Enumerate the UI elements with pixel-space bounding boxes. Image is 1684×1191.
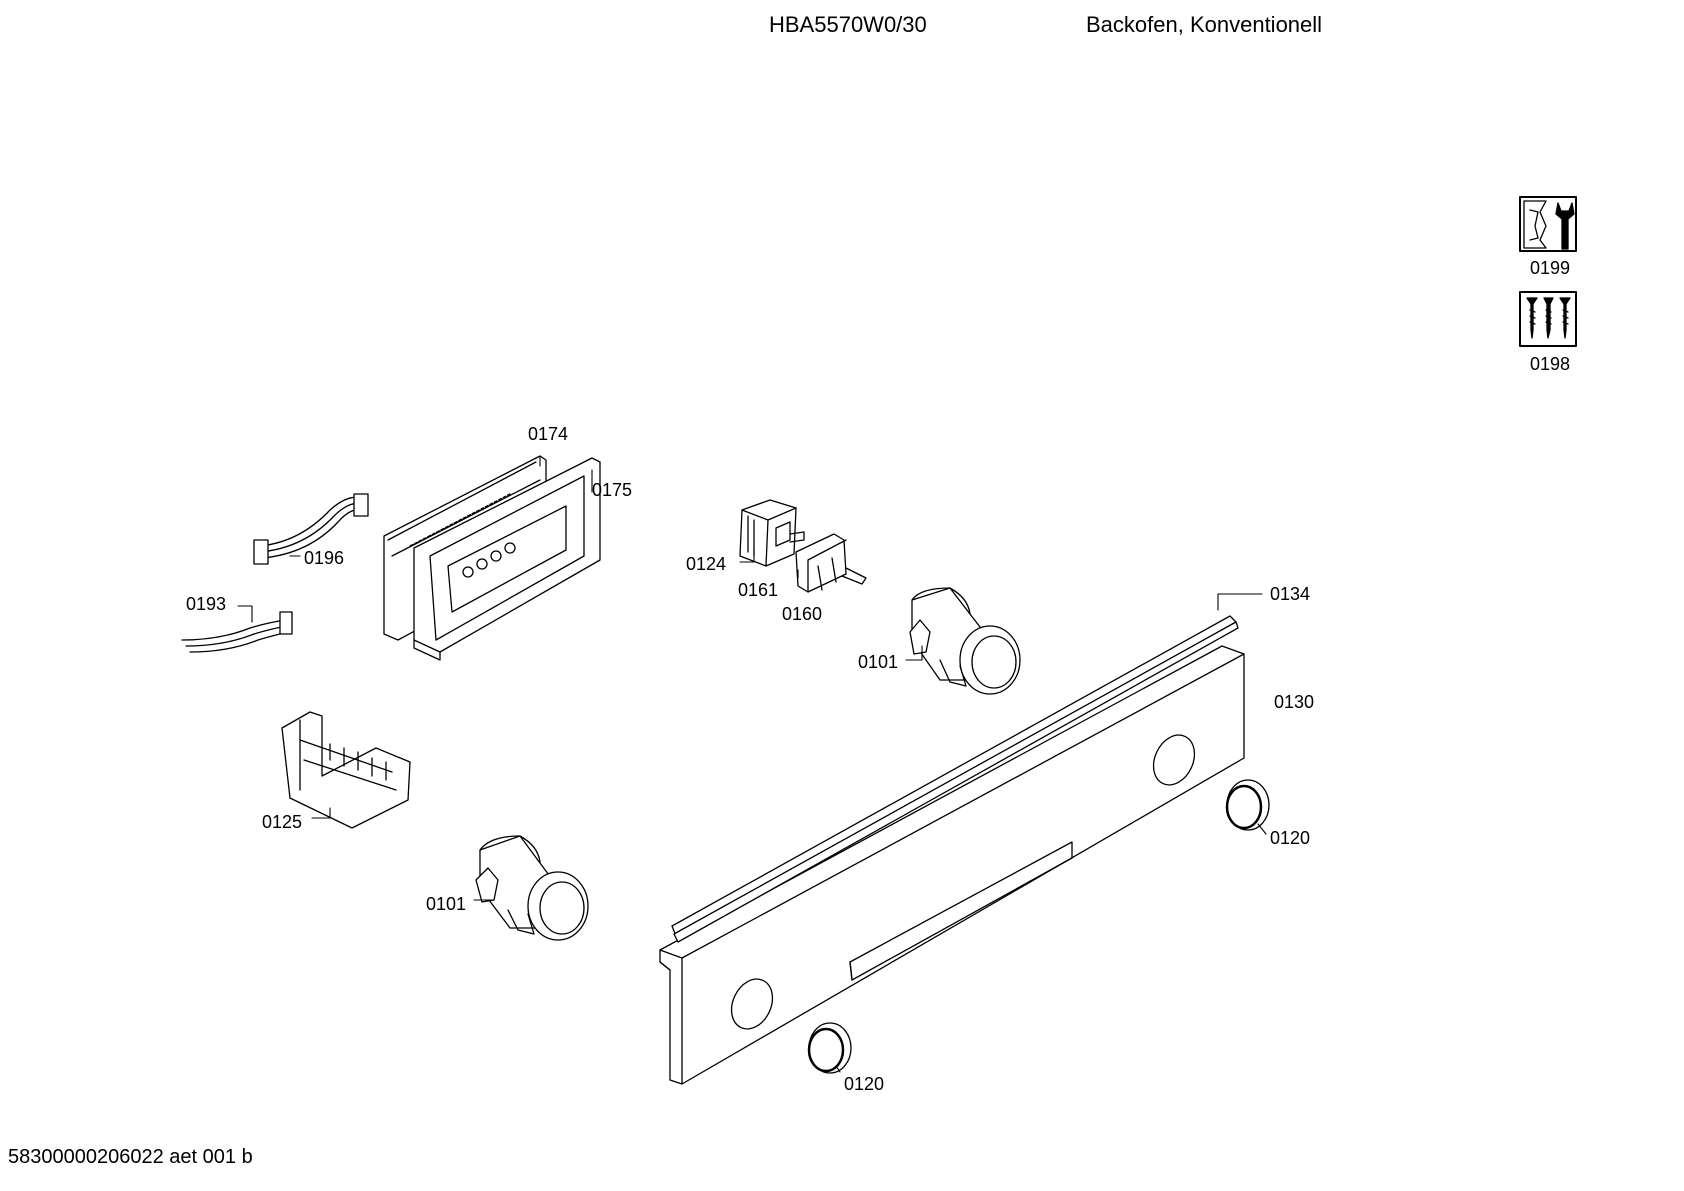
cable-0196-drawing bbox=[253, 493, 369, 565]
part-label-0125: 0125 bbox=[262, 812, 303, 832]
switch-contact-drawing bbox=[795, 533, 867, 593]
document-code: 58300000206022 aet 001 b bbox=[8, 1146, 253, 1168]
part-label-0134: 0134 bbox=[1270, 584, 1311, 604]
switch-block-0125-drawing bbox=[281, 711, 411, 829]
front-panel-drawing bbox=[659, 645, 1245, 1085]
part-label-0161: 0161 bbox=[738, 580, 779, 600]
part-label-0120-right: 0120 bbox=[1270, 828, 1311, 848]
part-label-0174: 0174 bbox=[528, 424, 569, 444]
knob-bearing-upper-drawing bbox=[909, 587, 1021, 695]
cable-0193-drawing bbox=[181, 611, 293, 653]
icon-label-0198: 0198 bbox=[1530, 354, 1571, 374]
part-label-0130: 0130 bbox=[1274, 692, 1315, 712]
part-label-0175: 0175 bbox=[592, 480, 633, 500]
part-label-0120-left: 0120 bbox=[844, 1074, 885, 1094]
model-number: HBA5570W0/30 bbox=[769, 12, 927, 37]
knob-bearing-lower-drawing bbox=[475, 835, 589, 941]
part-label-0101-lower: 0101 bbox=[426, 894, 467, 914]
screws-icon bbox=[1519, 291, 1577, 347]
part-label-0193: 0193 bbox=[186, 594, 227, 614]
knob-ring-right-drawing bbox=[1225, 779, 1270, 831]
leader-lines bbox=[237, 455, 1267, 1073]
selector-switch-drawing bbox=[739, 499, 805, 567]
part-label-0160: 0160 bbox=[782, 604, 823, 624]
icon-label-0199: 0199 bbox=[1530, 258, 1571, 278]
service-tool-icon bbox=[1519, 196, 1577, 252]
appliance-description: Backofen, Konventionell bbox=[1086, 12, 1323, 37]
part-label-0124: 0124 bbox=[686, 554, 727, 574]
part-label-0101-upper: 0101 bbox=[858, 652, 899, 672]
seal-strip-drawing bbox=[671, 615, 1239, 943]
knob-ring-left-drawing bbox=[807, 1022, 852, 1074]
circuit-board-0175-drawing bbox=[413, 457, 601, 661]
part-label-0196: 0196 bbox=[304, 548, 345, 568]
